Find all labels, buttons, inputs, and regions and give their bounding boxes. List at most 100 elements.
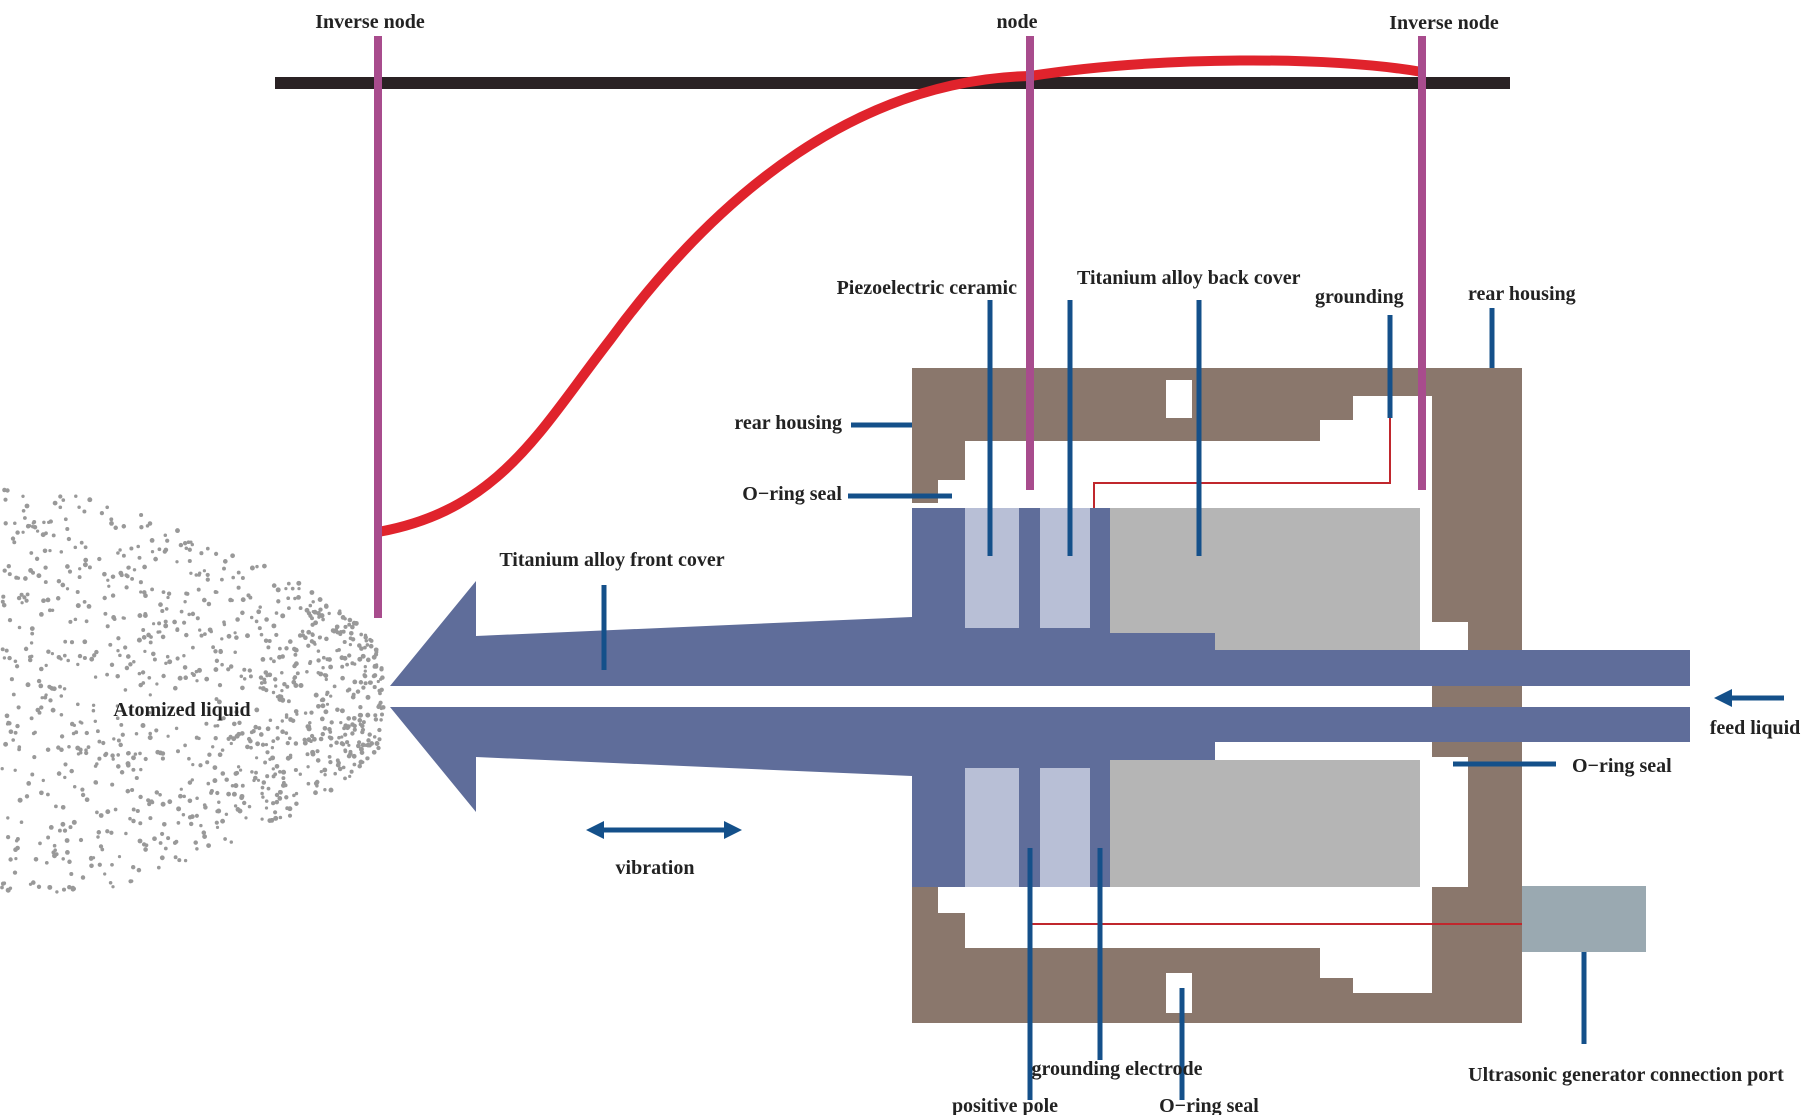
spray-droplet [314,779,320,785]
spray-droplet [274,799,280,805]
spray-droplet [195,796,199,800]
spray-droplet [250,770,254,774]
spray-droplet [33,857,39,862]
spray-droplet [303,711,308,715]
spray-droplet [376,745,381,751]
spray-droplet [308,603,313,608]
spray-droplet [204,676,210,682]
spray-droplet [13,659,18,664]
spray-droplet [95,729,100,734]
spray-droplet [271,767,275,771]
spray-droplet [365,643,370,647]
spray-droplet [240,783,245,788]
spray-droplet [363,669,367,673]
spray-droplet [360,723,365,729]
label-rear-housing-left: rear housing [734,412,842,434]
spray-droplet [43,565,48,570]
spray-droplet [240,597,246,603]
spray-droplet [267,639,272,643]
spray-droplet [345,662,349,667]
spray-droplet [148,731,152,736]
piezo-ceramic-ring-2-bottom [1040,768,1090,887]
spray-droplet [95,810,99,815]
spray-droplet [52,500,58,506]
spray-droplet [138,794,143,800]
spray-droplet [8,729,14,735]
spray-droplet [309,590,315,595]
spray-droplet [306,629,312,635]
spray-droplet [328,787,334,793]
spray-droplet [306,643,311,648]
spray-droplet [263,760,268,765]
spray-droplet [178,542,184,548]
spray-droplet [258,675,264,680]
spray-droplet [28,882,33,886]
rear-housing-body [912,368,1522,1023]
spray-droplet [259,681,264,685]
spray-droplet [340,742,346,747]
spray-droplet [300,629,305,634]
spray-droplet [360,742,366,748]
spray-droplet [357,718,363,723]
spray-droplet [286,699,291,704]
spray-droplet [205,760,210,765]
spray-droplet [206,843,212,848]
spray-droplet [63,775,67,780]
spray-droplet [119,722,124,727]
spray-droplet [247,668,252,673]
spray-droplet [111,885,115,889]
spray-droplet [116,649,120,653]
spray-droplet [42,520,46,525]
spray-droplet [119,573,124,578]
spray-droplet [222,559,228,564]
spray-droplet [141,628,146,632]
spray-droplet [152,622,156,626]
spray-droplet [154,790,160,795]
spray-droplet [223,837,227,841]
spray-droplet [308,721,312,725]
spray-droplet [35,707,41,713]
spray-droplet [310,616,314,621]
spray-droplet [176,821,181,825]
spray-droplet [102,571,107,577]
spray-droplet [12,870,18,875]
spray-droplet [108,642,113,647]
spray-droplet [214,551,219,557]
spray-droplet [342,639,347,645]
spray-droplet [229,840,233,844]
spray-droplet [191,762,195,767]
spray-droplet [306,724,312,729]
spray-droplet [53,848,57,852]
spray-droplet [190,671,194,676]
spray-droplet [224,777,229,782]
spray-droplet [172,685,178,691]
spray-droplet [13,847,18,852]
spray-droplet [24,794,30,799]
spray-droplet [129,546,134,551]
spray-droplet [91,703,96,707]
spray-droplet [88,855,94,861]
spray-droplet [215,790,220,796]
spray-droplet [147,711,152,715]
spray-droplet [273,815,279,821]
spray-droplet [36,884,42,889]
spray-droplet [273,677,278,682]
spray-droplet [48,698,53,703]
spray-droplet [110,753,115,758]
spray-droplet [284,731,289,735]
spray-droplet [282,681,287,687]
spray-droplet [139,767,143,772]
spray-droplet [131,818,136,824]
spray-droplet [157,621,162,626]
spray-droplet [149,799,154,804]
spray-droplet [144,843,149,848]
spray-droplet [156,865,161,870]
spray-droplet [44,693,48,697]
spray-droplet [99,510,105,516]
spray-droplet [25,523,31,529]
spray-droplet [378,691,382,696]
spray-droplet [357,763,362,769]
spray-droplet [161,590,166,594]
spray-droplet [254,619,259,624]
spray-droplet [310,632,314,636]
